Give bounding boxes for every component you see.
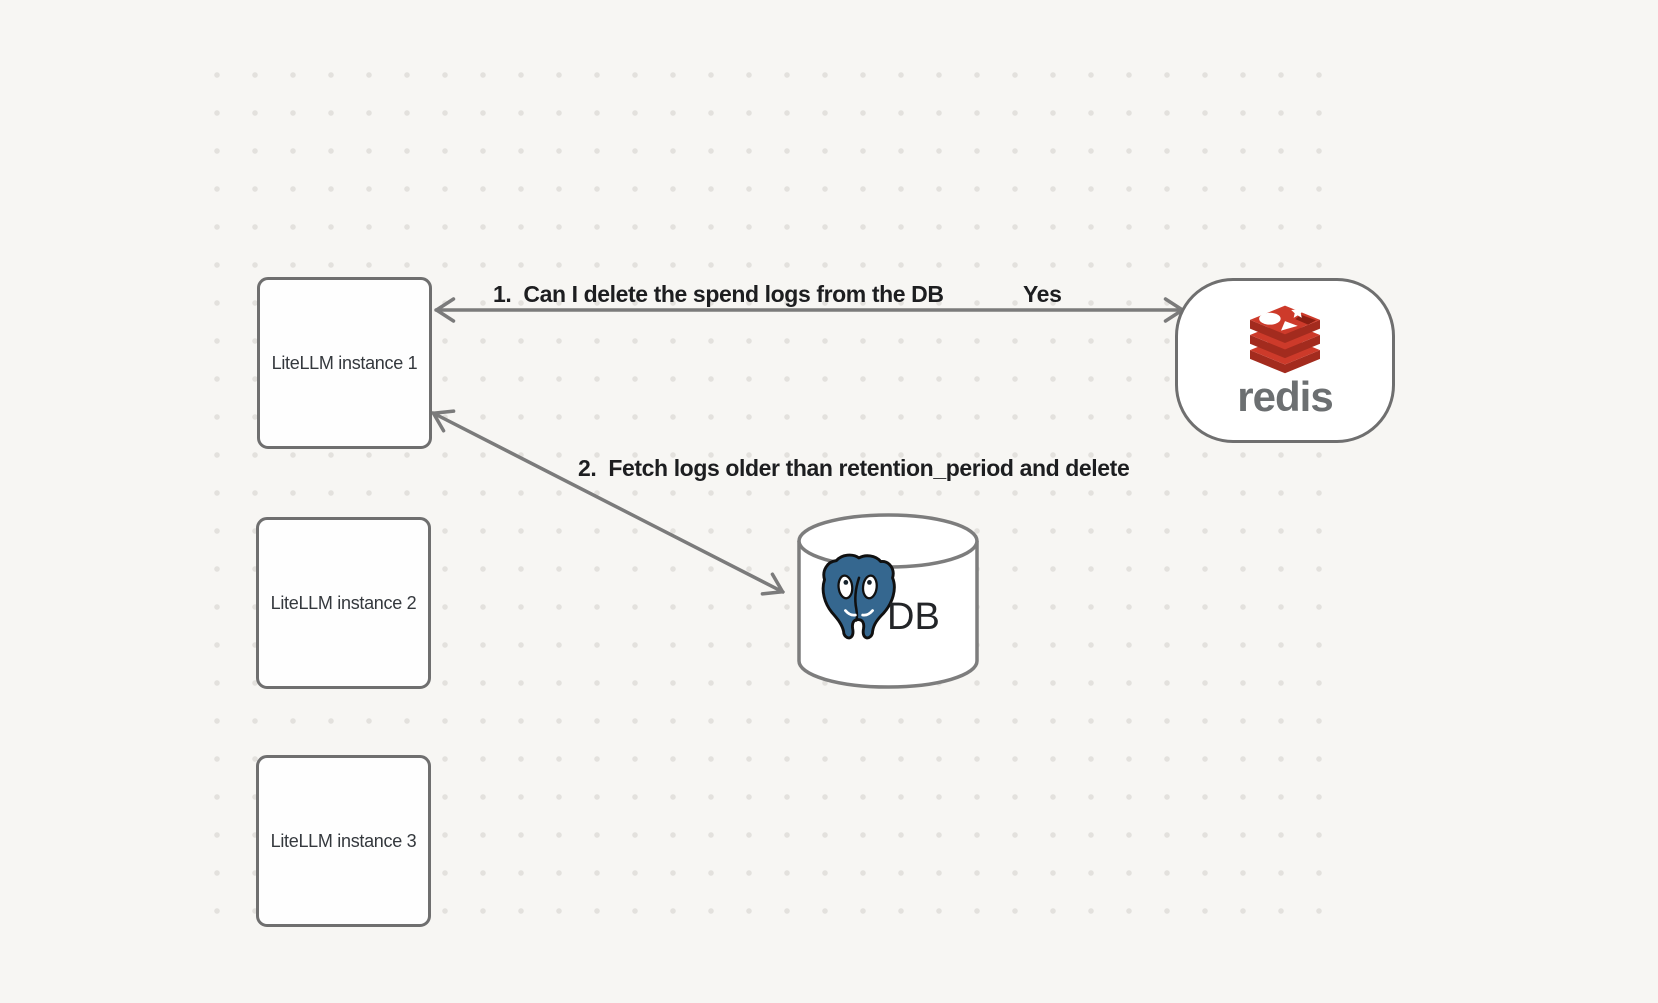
node-label: LiteLLM instance 2 bbox=[270, 592, 417, 613]
edge1-label: 1. Can I delete the spend logs from the … bbox=[493, 281, 944, 307]
redis-wordmark: redis bbox=[1237, 372, 1333, 420]
node-label: LiteLLM instance 3 bbox=[270, 830, 417, 851]
database-label: DB bbox=[887, 596, 940, 638]
node-database[interactable]: DB bbox=[795, 509, 981, 693]
node-label: LiteLLM instance 1 bbox=[271, 352, 418, 373]
node-redis[interactable]: redis bbox=[1175, 278, 1395, 443]
node-litellm-instance-2[interactable]: LiteLLM instance 2 bbox=[256, 517, 431, 689]
postgresql-elephant-icon bbox=[821, 553, 896, 640]
node-litellm-instance-1[interactable]: LiteLLM instance 1 bbox=[257, 277, 432, 449]
edge1-response-label: Yes bbox=[1023, 281, 1062, 307]
node-litellm-instance-3[interactable]: LiteLLM instance 3 bbox=[256, 755, 431, 927]
redis-stack-icon bbox=[1250, 304, 1320, 373]
arrow-instance1-db[interactable] bbox=[431, 409, 785, 596]
edge2-label: 2. Fetch logs older than retention_perio… bbox=[578, 455, 1130, 481]
